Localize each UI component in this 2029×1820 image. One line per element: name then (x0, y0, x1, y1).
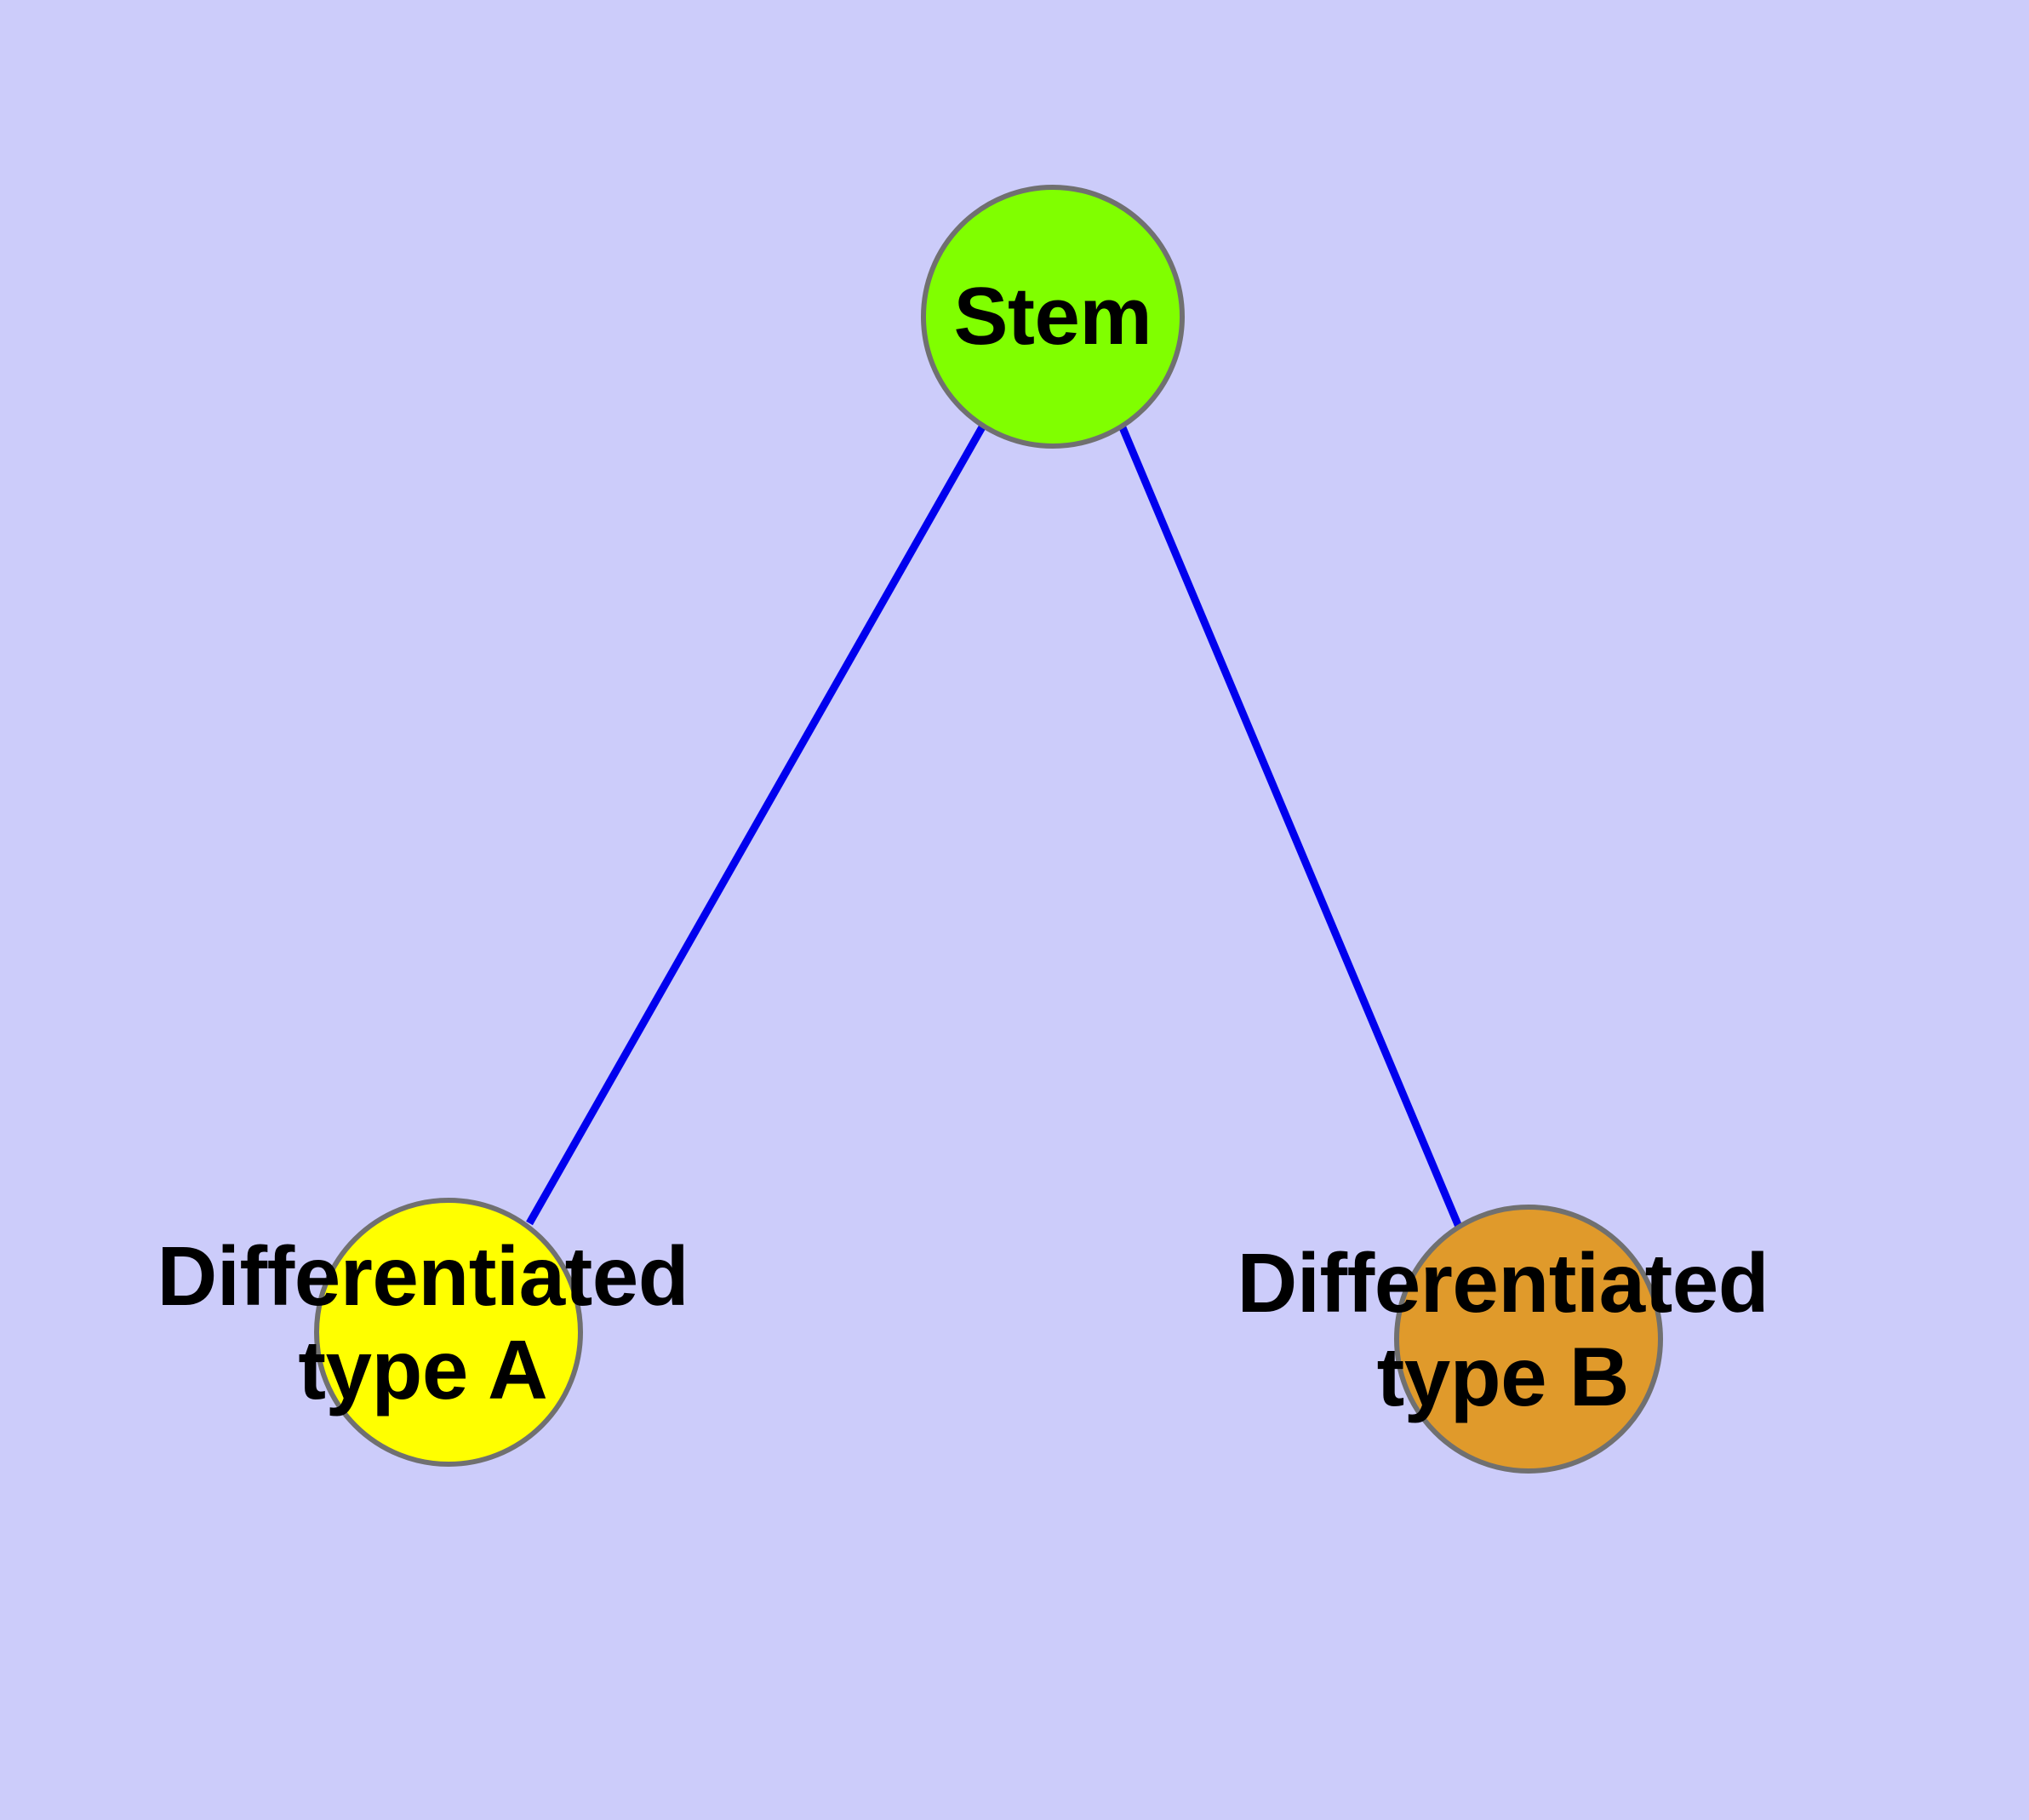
node-diff_a[interactable] (314, 1198, 583, 1467)
nodes-group (314, 185, 1663, 1474)
node-stem[interactable] (921, 185, 1185, 449)
edge-stem-to-b (1117, 424, 1463, 1228)
node-diff_b[interactable] (1394, 1205, 1663, 1474)
edges-group (526, 423, 1463, 1228)
edge-stem-to-a (526, 423, 986, 1226)
